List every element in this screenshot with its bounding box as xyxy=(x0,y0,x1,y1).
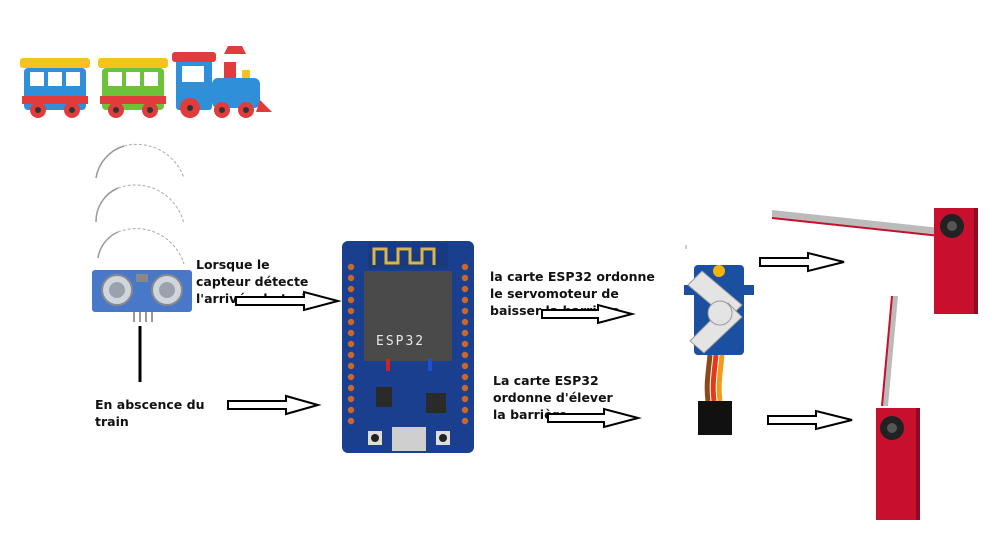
barrier-gate-raised-icon xyxy=(876,295,920,520)
ultrasonic-waves xyxy=(95,143,185,265)
train-icon xyxy=(20,46,272,118)
header-pin xyxy=(461,340,469,348)
esp32-board-icon: ESP32 xyxy=(342,241,474,453)
header-pin xyxy=(347,318,355,326)
header-pin xyxy=(347,373,355,381)
header-pin xyxy=(347,307,355,315)
esp32-chip-label: ESP32 xyxy=(376,334,425,349)
header-pin xyxy=(347,417,355,425)
header-pin xyxy=(461,362,469,370)
header-pin xyxy=(347,395,355,403)
ultrasonic-sensor-icon xyxy=(92,270,192,322)
header-pin xyxy=(461,329,469,337)
header-pin xyxy=(347,362,355,370)
header-pin xyxy=(461,318,469,326)
header-pin xyxy=(461,274,469,282)
header-pin xyxy=(347,384,355,392)
header-pin xyxy=(461,406,469,414)
header-pin xyxy=(347,340,355,348)
header-pin xyxy=(461,351,469,359)
servo-motor-icon xyxy=(684,245,754,435)
header-pin xyxy=(461,307,469,315)
header-pin xyxy=(461,417,469,425)
header-pin xyxy=(347,351,355,359)
label-no-train: En abscence du train xyxy=(95,397,205,429)
header-pin xyxy=(347,263,355,271)
arrow-board-to-servo-lower xyxy=(541,303,636,325)
header-pin xyxy=(461,395,469,403)
header-pin xyxy=(347,406,355,414)
arrow-board-to-servo-raise xyxy=(547,407,642,429)
arrow-no-train-to-board xyxy=(227,394,322,416)
header-pin xyxy=(461,373,469,381)
header-pin xyxy=(461,296,469,304)
header-pin xyxy=(347,285,355,293)
header-pin xyxy=(461,384,469,392)
header-pin xyxy=(347,296,355,304)
header-pin xyxy=(347,274,355,282)
arrow-servo-to-barrier-raised xyxy=(767,409,853,431)
barrier-gate-icon xyxy=(771,208,978,314)
header-pin xyxy=(461,285,469,293)
sensor-connector-line xyxy=(138,326,142,382)
header-pin xyxy=(461,263,469,271)
arrow-sensor-to-board xyxy=(235,290,342,312)
header-pin xyxy=(347,329,355,337)
label-raise-barrier: La carte ESP32 ordonne d'élever la barri… xyxy=(493,373,613,422)
arrow-servo-to-barrier-lowered xyxy=(759,251,845,273)
